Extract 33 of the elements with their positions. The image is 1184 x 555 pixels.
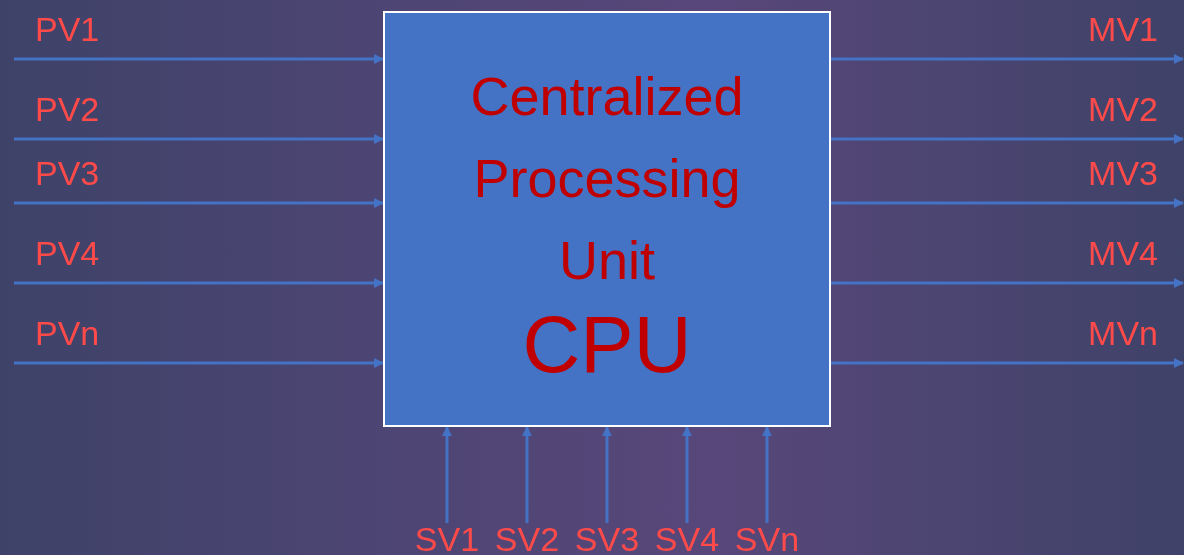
signal-name: MV4 [1088,233,1158,273]
signal-name: SVn [727,523,807,555]
arrow [442,426,452,523]
arrow [831,198,1184,208]
signal-name: SV1 [407,523,487,555]
arrow [14,198,384,208]
arrow [14,358,384,368]
arrow [831,54,1184,64]
signal-name: MV2 [1088,89,1158,129]
signal-name: PV2 [35,89,100,129]
box-subtitle: CPU [522,301,692,389]
process-box [383,11,831,427]
arrow [14,278,384,288]
arrow [682,426,692,523]
arrow [831,358,1184,368]
signal-name: PV1 [35,9,100,49]
arrow [831,134,1184,144]
signal-name: PV4 [35,233,100,273]
arrow [762,426,772,523]
signal-name: SV4 [647,523,727,555]
signal-name: MV1 [1088,9,1158,49]
arrow [14,134,384,144]
signal-name: MV3 [1088,153,1158,193]
signal-name: SV3 [567,523,647,555]
arrow [14,54,384,64]
signal-name: SV2 [487,523,567,555]
arrow [602,426,612,523]
signal-name: PV3 [35,153,100,193]
signal-name: PVn [35,313,100,353]
arrow [522,426,532,523]
arrow [831,278,1184,288]
box-title: Centralized Processing Unit [469,65,745,292]
signal-name: MVn [1088,313,1158,353]
